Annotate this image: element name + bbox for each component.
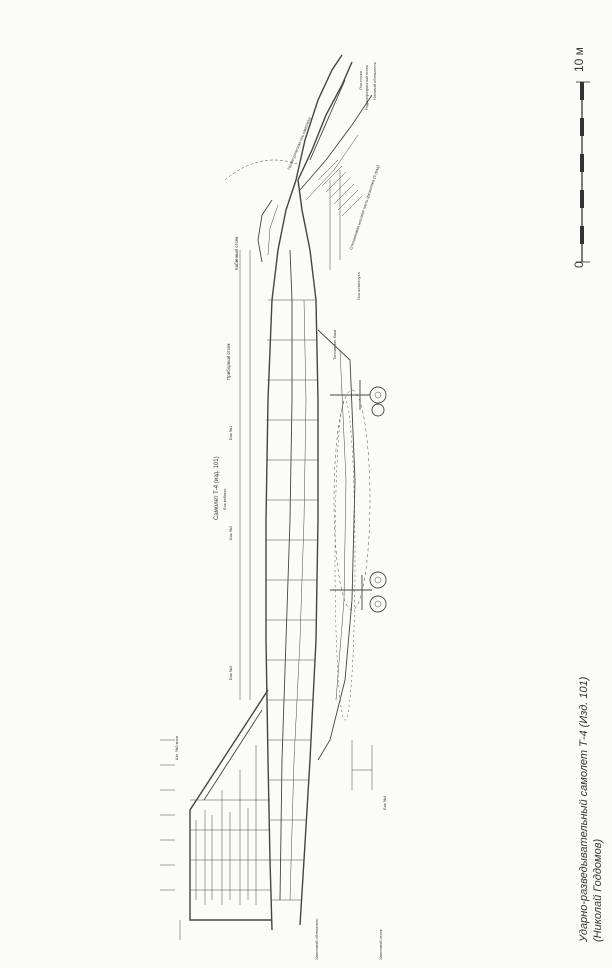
scale-label-zero: 0 — [572, 261, 586, 268]
station-marks-upper — [239, 250, 251, 700]
fuselage — [265, 179, 319, 931]
label-nose-fairing: Носовой обтекатель — [372, 62, 377, 100]
station-marks-lower — [329, 170, 341, 270]
label-aft-fairing: Хвостовой обтекатель — [314, 919, 319, 960]
caption-title: Ударно-разведывательный самолет Т-4 (Изд… — [578, 676, 590, 942]
label-bak4: Бак №4 — [382, 795, 387, 810]
label-bak1: Бак №1 — [228, 425, 233, 440]
scale-label-ten: 10 м — [572, 47, 586, 72]
title-label: Самолет Т-4 (изд. 101) — [214, 456, 220, 520]
engine-nacelle — [317, 329, 371, 761]
nose-section — [224, 54, 373, 263]
label-nose-axis: Ось носка — [358, 70, 363, 90]
main-landing-gear-rear — [330, 571, 387, 613]
drawing-labels: Самолет Т-4 (изд. 101) Бок кабины Кабинн… — [174, 62, 387, 960]
label-tanks: Топливные баки — [332, 330, 337, 360]
label-geom-axis: Геометрическая ось самолета — [286, 116, 312, 171]
dimension-lines — [179, 740, 373, 940]
scale-bar — [576, 81, 590, 263]
label-nose-tilt: Отклоняемая носовая часть фюзеляжа (5 гр… — [348, 164, 380, 251]
label-radome: Радиопрозрачный отсек — [364, 65, 369, 110]
label-frame-axis: Ось шпангоута — [356, 272, 361, 300]
label-instrument: Приборный отсек — [225, 344, 231, 380]
label-bak2: Бак №2 — [228, 525, 233, 540]
caption-author: (Николай Годдомов) — [592, 838, 604, 942]
label-bak3: Бак №3 — [228, 665, 233, 680]
label-cabin: Кабинный отсек — [233, 237, 239, 270]
label-tail-compartment: Хвостовой отсек — [378, 929, 383, 960]
main-landing-gear-front — [330, 380, 387, 417]
label-keel-station: Шп. №0 киля — [174, 736, 179, 760]
title-sub-label: Бок кабины — [222, 488, 227, 510]
vertical-tail — [160, 689, 272, 921]
